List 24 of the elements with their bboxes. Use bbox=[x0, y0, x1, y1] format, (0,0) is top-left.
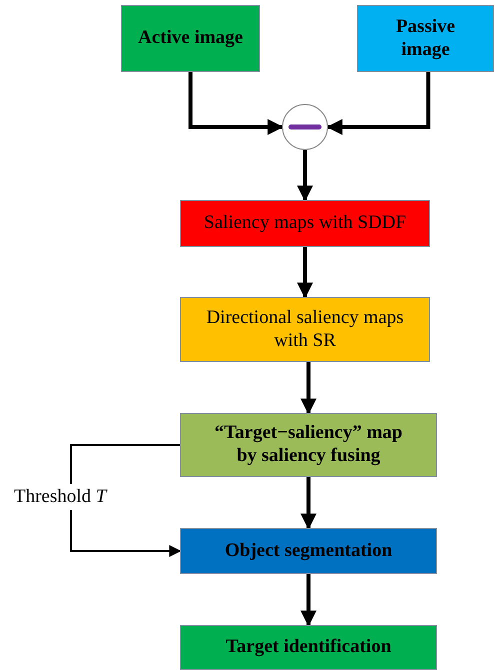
arrow bbox=[300, 362, 316, 415]
box-label: Target identification bbox=[224, 636, 392, 659]
arrow bbox=[326, 72, 430, 135]
box-label: “Target−saliency” map by saliency fusing bbox=[214, 422, 404, 468]
box-label: Object segmentation bbox=[224, 540, 394, 562]
box-label: Directional saliency maps with SR bbox=[205, 306, 405, 352]
process-box bbox=[357, 5, 494, 72]
arrow bbox=[188, 72, 284, 135]
box-label: Saliency maps with SDDF bbox=[202, 212, 408, 235]
arrow bbox=[300, 574, 316, 627]
box-label: Passive image bbox=[394, 16, 456, 62]
process-box bbox=[121, 5, 260, 72]
process-box bbox=[180, 625, 437, 670]
process-box bbox=[180, 200, 430, 247]
edge-label: Threshold T bbox=[14, 484, 106, 510]
process-box bbox=[180, 413, 437, 477]
arrow bbox=[300, 477, 316, 530]
process-box bbox=[180, 297, 430, 362]
arrow bbox=[70, 444, 182, 557]
box-label: Active image bbox=[137, 27, 244, 50]
arrow bbox=[297, 150, 313, 202]
subtract-circle bbox=[282, 104, 328, 150]
process-box bbox=[180, 528, 437, 574]
arrow bbox=[297, 247, 313, 299]
